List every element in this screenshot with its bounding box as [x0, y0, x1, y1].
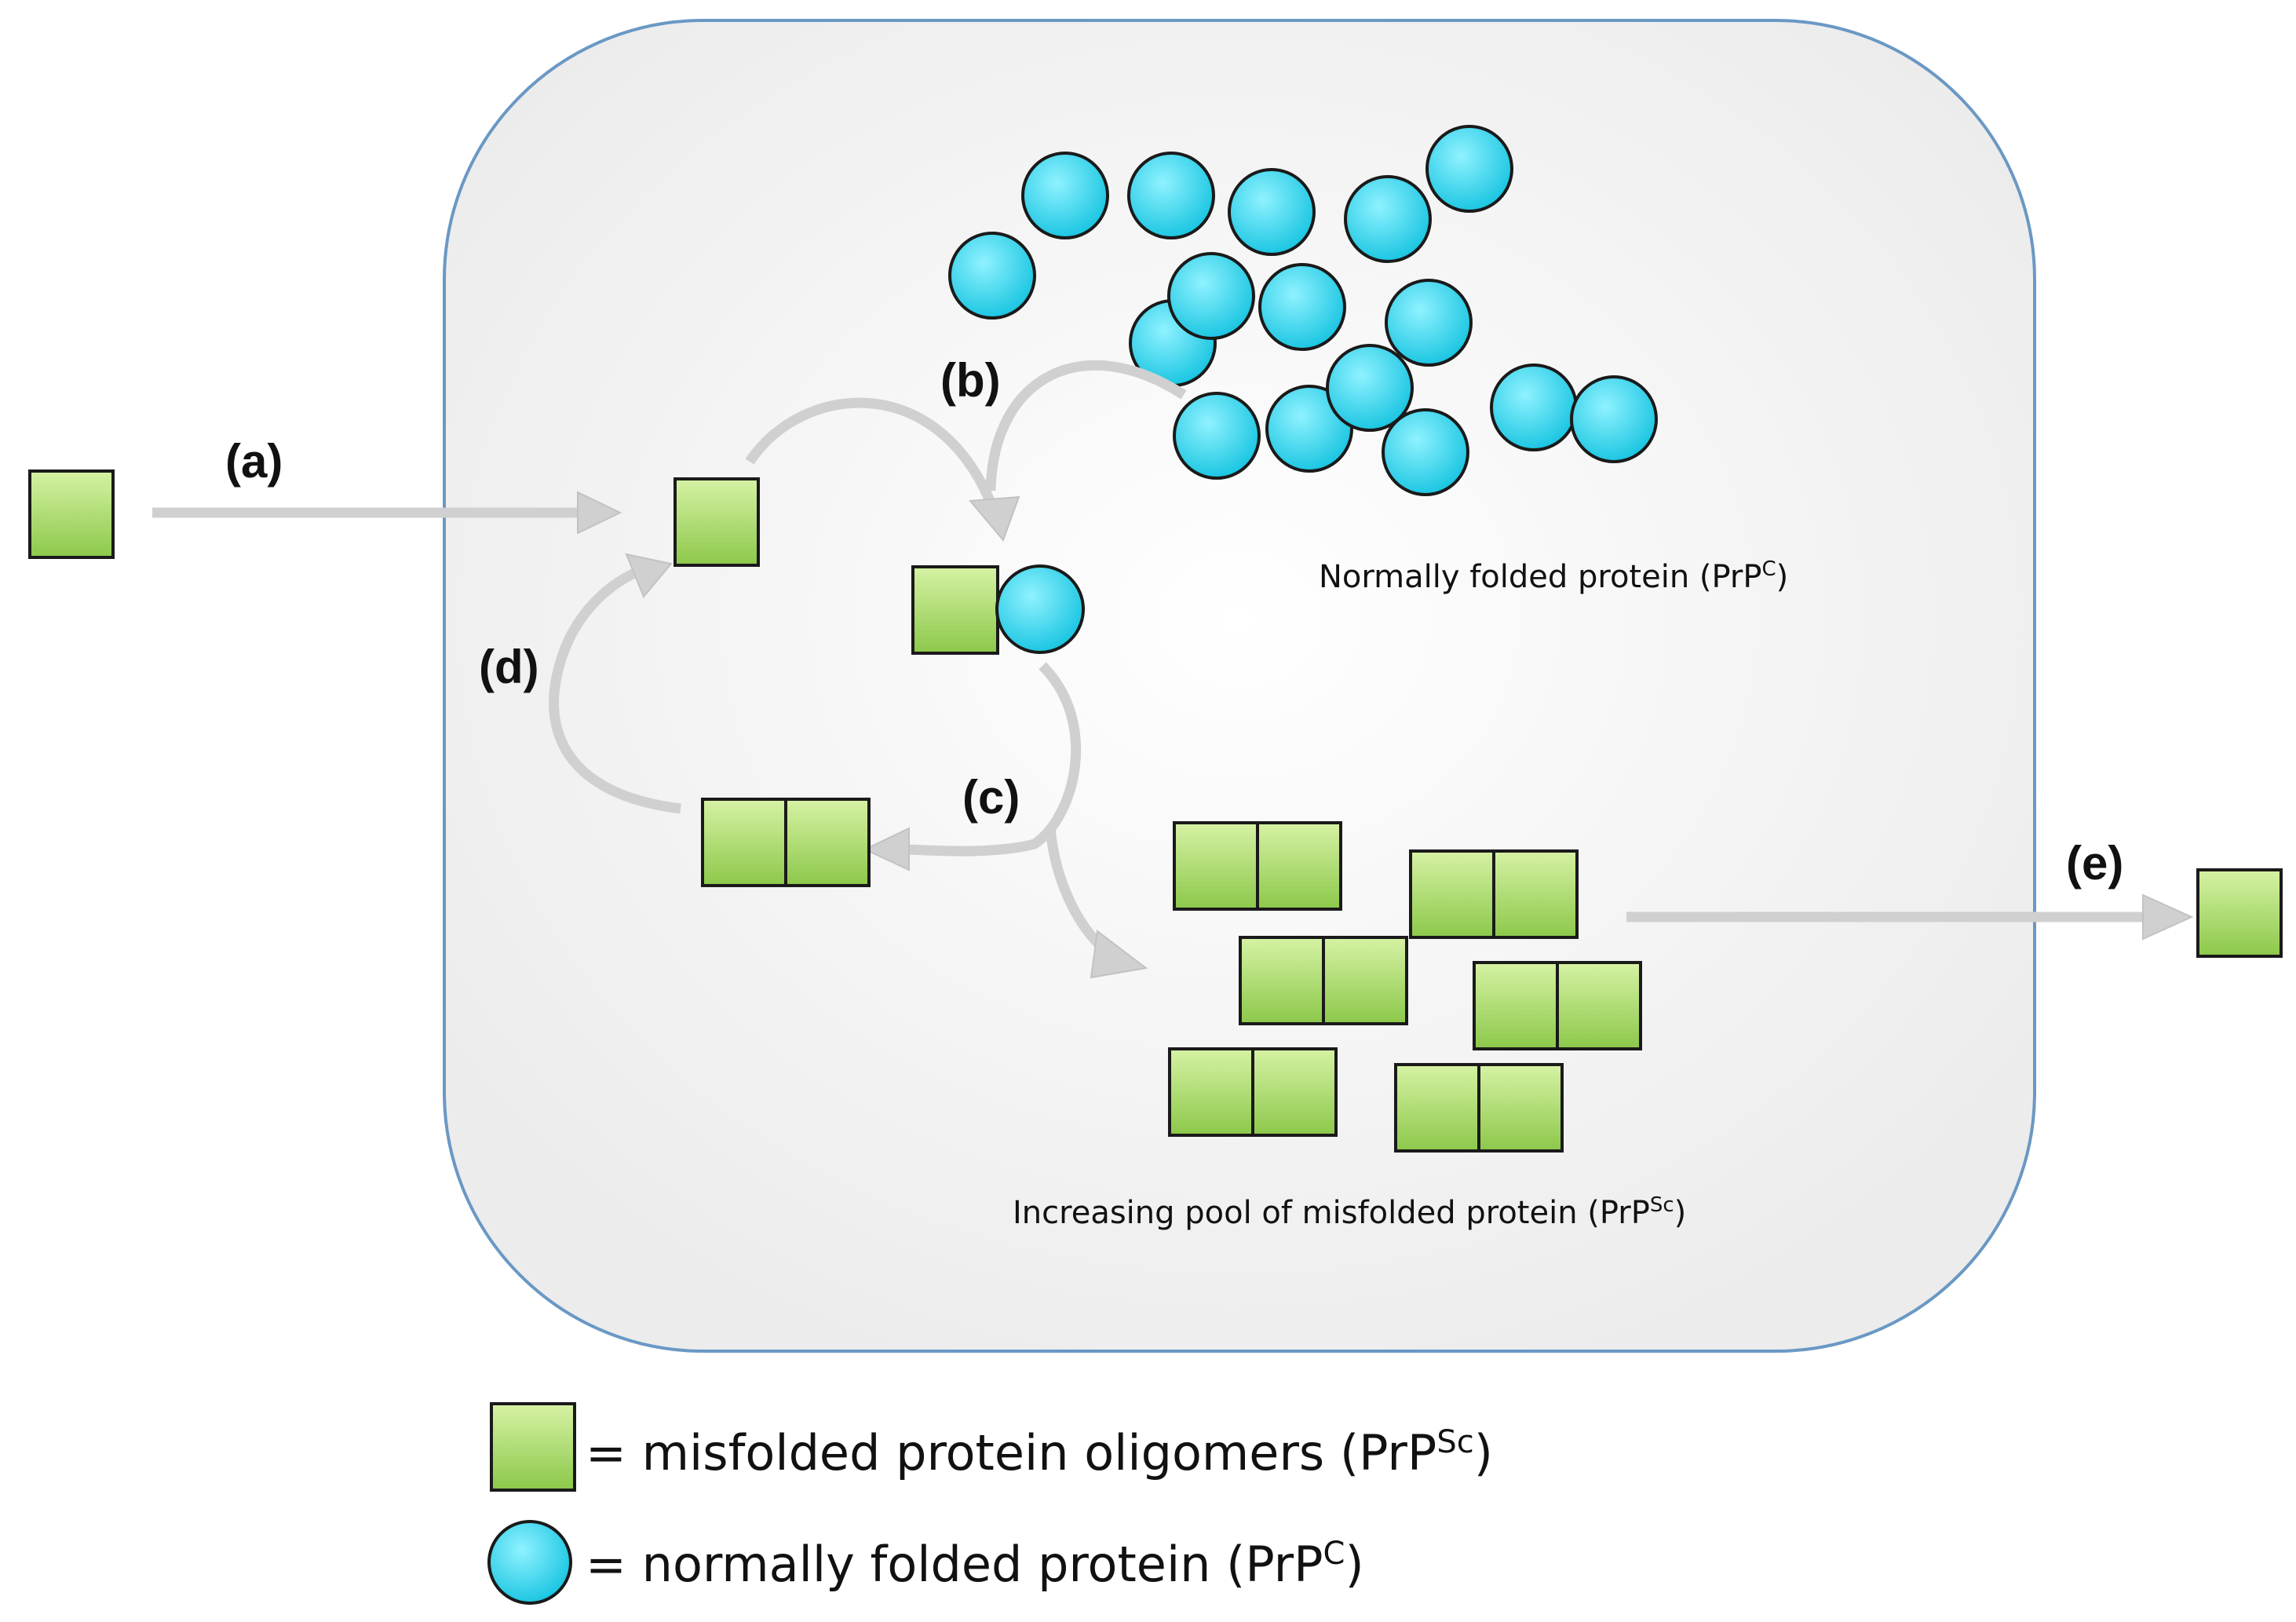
pool-square — [1492, 849, 1579, 939]
normal-protein-circle — [1258, 263, 1346, 351]
normal-protein-circle — [948, 232, 1036, 320]
dimer-square — [784, 798, 871, 887]
step-label-b: (b) — [940, 354, 1001, 407]
normal-protein-circle — [1326, 344, 1414, 432]
normal-protein-circle — [1344, 175, 1432, 263]
pool-square — [1256, 821, 1342, 911]
legend-normal-circle — [487, 1520, 572, 1605]
arrow-c-conversion — [863, 662, 1148, 979]
normal-protein-circle — [1167, 252, 1255, 340]
complex-misfolded-square — [911, 565, 999, 655]
arrow-a-uptake — [152, 491, 622, 535]
pool-square — [1556, 961, 1642, 1050]
pool-square — [1322, 936, 1408, 1025]
pool-square — [1168, 1047, 1254, 1137]
normal-protein-circle — [1490, 363, 1578, 451]
arrow-e-release — [1626, 893, 2194, 941]
normal-pool-caption: Normally folded protein (PrPC) — [1319, 557, 1788, 595]
external-misfolded-square-input — [28, 469, 115, 559]
normal-protein-circle — [1382, 408, 1469, 496]
converted-dimer — [701, 798, 871, 887]
legend-misfolded-square — [490, 1402, 576, 1492]
internalized-misfolded-square — [673, 477, 760, 567]
external-misfolded-square-output — [2196, 868, 2283, 958]
legend: = misfolded protein oligomers (PrPSc) = … — [487, 1402, 1493, 1605]
normal-protein-circle — [1425, 125, 1513, 213]
heterodimer-complex — [911, 564, 1085, 655]
normal-protein-circle — [1570, 375, 1658, 463]
pool-square — [1394, 1063, 1480, 1153]
legend-normal-text: = normally folded protein (PrPC) — [586, 1536, 1364, 1593]
complex-normal-circle — [995, 564, 1085, 654]
step-label-d: (d) — [479, 641, 539, 693]
step-label-e: (e) — [2066, 837, 2123, 890]
normal-protein-cluster — [948, 125, 1658, 496]
normal-protein-circle — [1228, 168, 1316, 256]
dimer-square — [701, 798, 787, 887]
normal-protein-circle — [1021, 152, 1109, 239]
normal-protein-circle — [1173, 392, 1261, 480]
pool-square — [1473, 961, 1559, 1050]
pool-square — [1477, 1063, 1564, 1153]
pool-square — [1251, 1047, 1338, 1137]
arrow-d-recycling — [549, 553, 681, 814]
step-label-c: (c) — [962, 771, 1020, 824]
misfolded-pool-caption: Increasing pool of misfolded protein (Pr… — [1013, 1193, 1686, 1231]
pool-square — [1409, 849, 1495, 939]
step-label-a: (a) — [225, 435, 283, 488]
pool-square — [1173, 821, 1259, 911]
legend-misfolded-text: = misfolded protein oligomers (PrPSc) — [586, 1424, 1493, 1481]
arrow-b-binding — [745, 360, 1187, 542]
pool-square — [1239, 936, 1325, 1025]
normal-protein-circle — [1127, 152, 1215, 239]
misfolded-pool — [1168, 821, 1642, 1153]
normal-protein-circle — [1385, 279, 1473, 367]
